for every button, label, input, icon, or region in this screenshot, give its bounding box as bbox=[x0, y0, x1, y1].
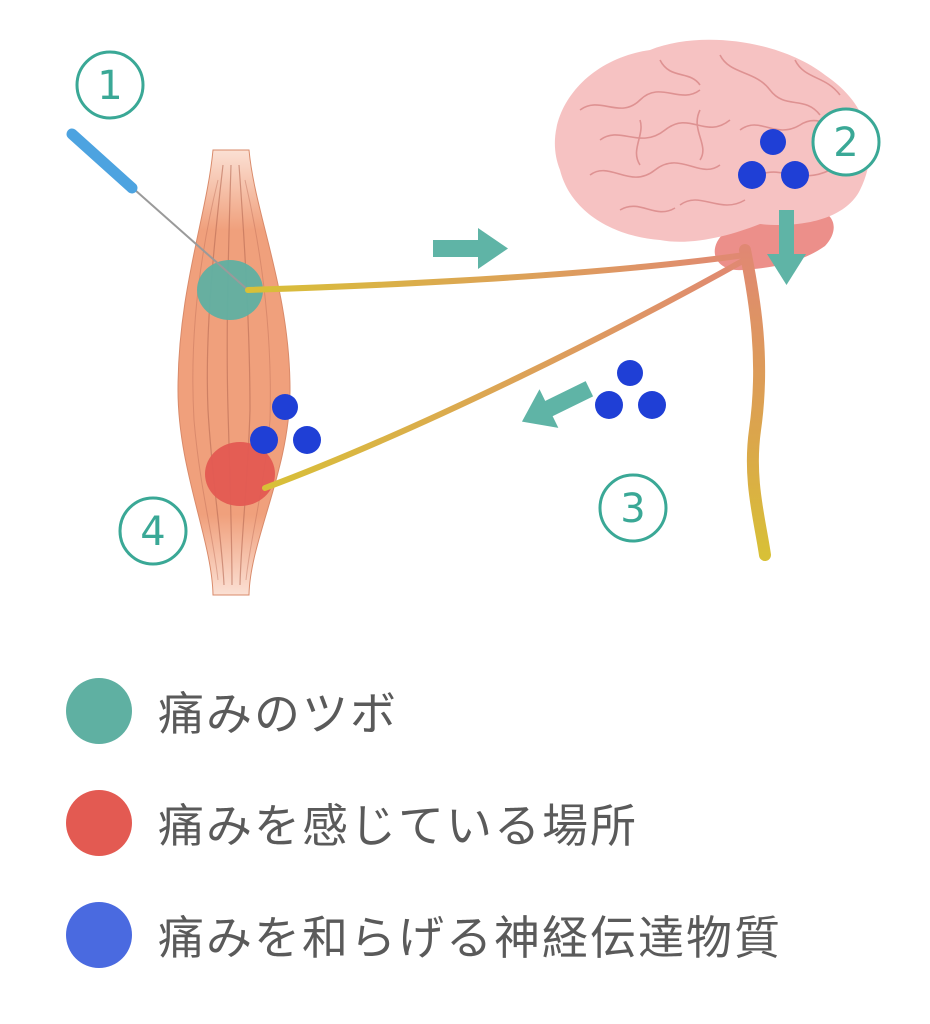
svg-text:4: 4 bbox=[140, 509, 165, 555]
svg-text:2: 2 bbox=[833, 120, 858, 166]
legend-label: 痛みを感じている場所 bbox=[158, 799, 638, 853]
step-1-label: 1 bbox=[75, 50, 145, 120]
step-4-label: 4 bbox=[118, 496, 188, 566]
pain-site-spot bbox=[205, 442, 275, 506]
legend-item-acupoint: 痛みのツボ bbox=[66, 655, 782, 767]
acupuncture-pain-diagram: 1 2 3 4 bbox=[66, 39, 881, 596]
acupoint-spot bbox=[197, 260, 263, 320]
teal-dot-icon bbox=[66, 678, 132, 744]
neurotransmitter-cluster-middle bbox=[595, 360, 666, 419]
svg-text:3: 3 bbox=[620, 486, 645, 532]
svg-text:1: 1 bbox=[97, 63, 122, 109]
legend-label: 痛みのツボ bbox=[158, 687, 398, 741]
red-dot-icon bbox=[66, 790, 132, 856]
arrow-right-icon bbox=[433, 228, 508, 269]
neurotransmitter-cluster-muscle bbox=[250, 394, 321, 454]
blue-dot-icon bbox=[66, 902, 132, 968]
neurotransmitter-cluster-brain bbox=[738, 129, 809, 189]
acupuncture-needle-icon bbox=[66, 128, 249, 291]
nerve-acupoint-to-brain bbox=[245, 252, 748, 293]
arrow-down-left-icon bbox=[521, 381, 594, 428]
spinal-cord bbox=[739, 244, 771, 561]
legend-item-pain-site: 痛みを感じている場所 bbox=[66, 767, 782, 879]
brain-icon bbox=[554, 39, 870, 271]
legend-label: 痛みを和らげる神経伝達物質 bbox=[158, 911, 782, 965]
muscle bbox=[177, 149, 291, 596]
legend-item-neurotransmitter: 痛みを和らげる神経伝達物質 bbox=[66, 879, 782, 991]
arrow-down-icon bbox=[767, 210, 806, 285]
step-2-label: 2 bbox=[811, 107, 881, 177]
legend: 痛みのツボ 痛みを感じている場所 痛みを和らげる神経伝達物質 bbox=[66, 655, 782, 991]
nerve-brain-to-pain-site bbox=[262, 255, 751, 491]
step-3-label: 3 bbox=[598, 473, 668, 543]
